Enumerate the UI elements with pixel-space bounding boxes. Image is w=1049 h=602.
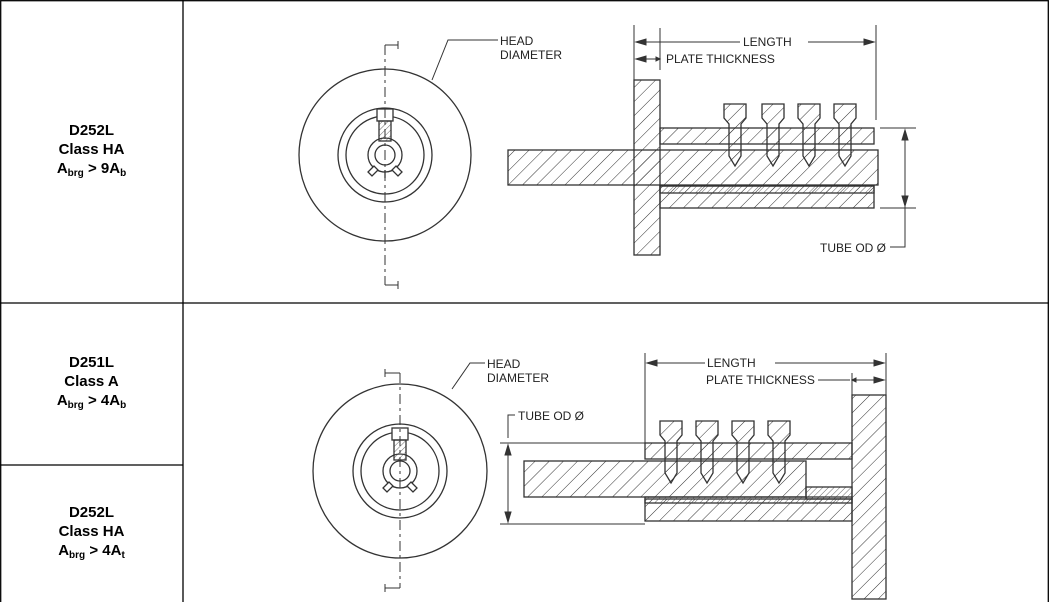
plate-thickness-label: PLATE THICKNESS — [666, 52, 775, 66]
product-code: D251L — [68, 354, 115, 371]
coupler-drawing-top: HEAD DIAMETER LENGTH PLATE THICKNESS — [298, 25, 916, 289]
row-label-d252l-4at: D252L Class HA Abrg > 4At — [0, 465, 183, 602]
row-label-d252l-9ab: D252L Class HA Abrg > 9Ab — [0, 0, 183, 303]
end-view — [298, 41, 472, 289]
tube-od-label: TUBE OD Ø — [518, 409, 584, 423]
plate-thickness-label: PLATE THICKNESS — [706, 373, 815, 387]
head-diameter-label: DIAMETER — [487, 371, 549, 385]
product-code: D252L — [68, 503, 114, 521]
head-diameter-callout — [431, 39, 498, 81]
area-ratio: Abrg > 4At — [58, 541, 125, 561]
area-ratio: Abrg > 9Ab — [56, 159, 127, 179]
head-diameter-label: DIAMETER — [500, 48, 562, 62]
product-class: Class HA — [58, 140, 125, 158]
product-class: Class A — [64, 373, 119, 390]
length-label: LENGTH — [707, 356, 756, 370]
area-ratio: Abrg > 4Ab — [56, 392, 127, 411]
side-view — [507, 79, 879, 256]
product-code: D252L — [68, 121, 115, 139]
head-diameter-callout — [451, 362, 485, 390]
length-dimension — [644, 353, 887, 443]
end-view — [312, 369, 488, 592]
head-diameter-label: HEAD — [487, 357, 521, 371]
tube-od-dimension — [880, 127, 916, 248]
head-diameter-label: HEAD — [500, 34, 534, 48]
tube-od-dimension — [500, 414, 645, 525]
side-view — [523, 394, 887, 600]
row-label-d251l-4ab: D251L Class A Abrg > 4Ab — [0, 303, 183, 465]
product-class: Class HA — [58, 522, 125, 540]
length-label: LENGTH — [743, 35, 792, 49]
tube-od-label: TUBE OD Ø — [820, 241, 886, 255]
coupler-drawing-bottom: HEAD DIAMETER TUBE OD Ø LENGTH PLATE THI… — [312, 353, 887, 600]
